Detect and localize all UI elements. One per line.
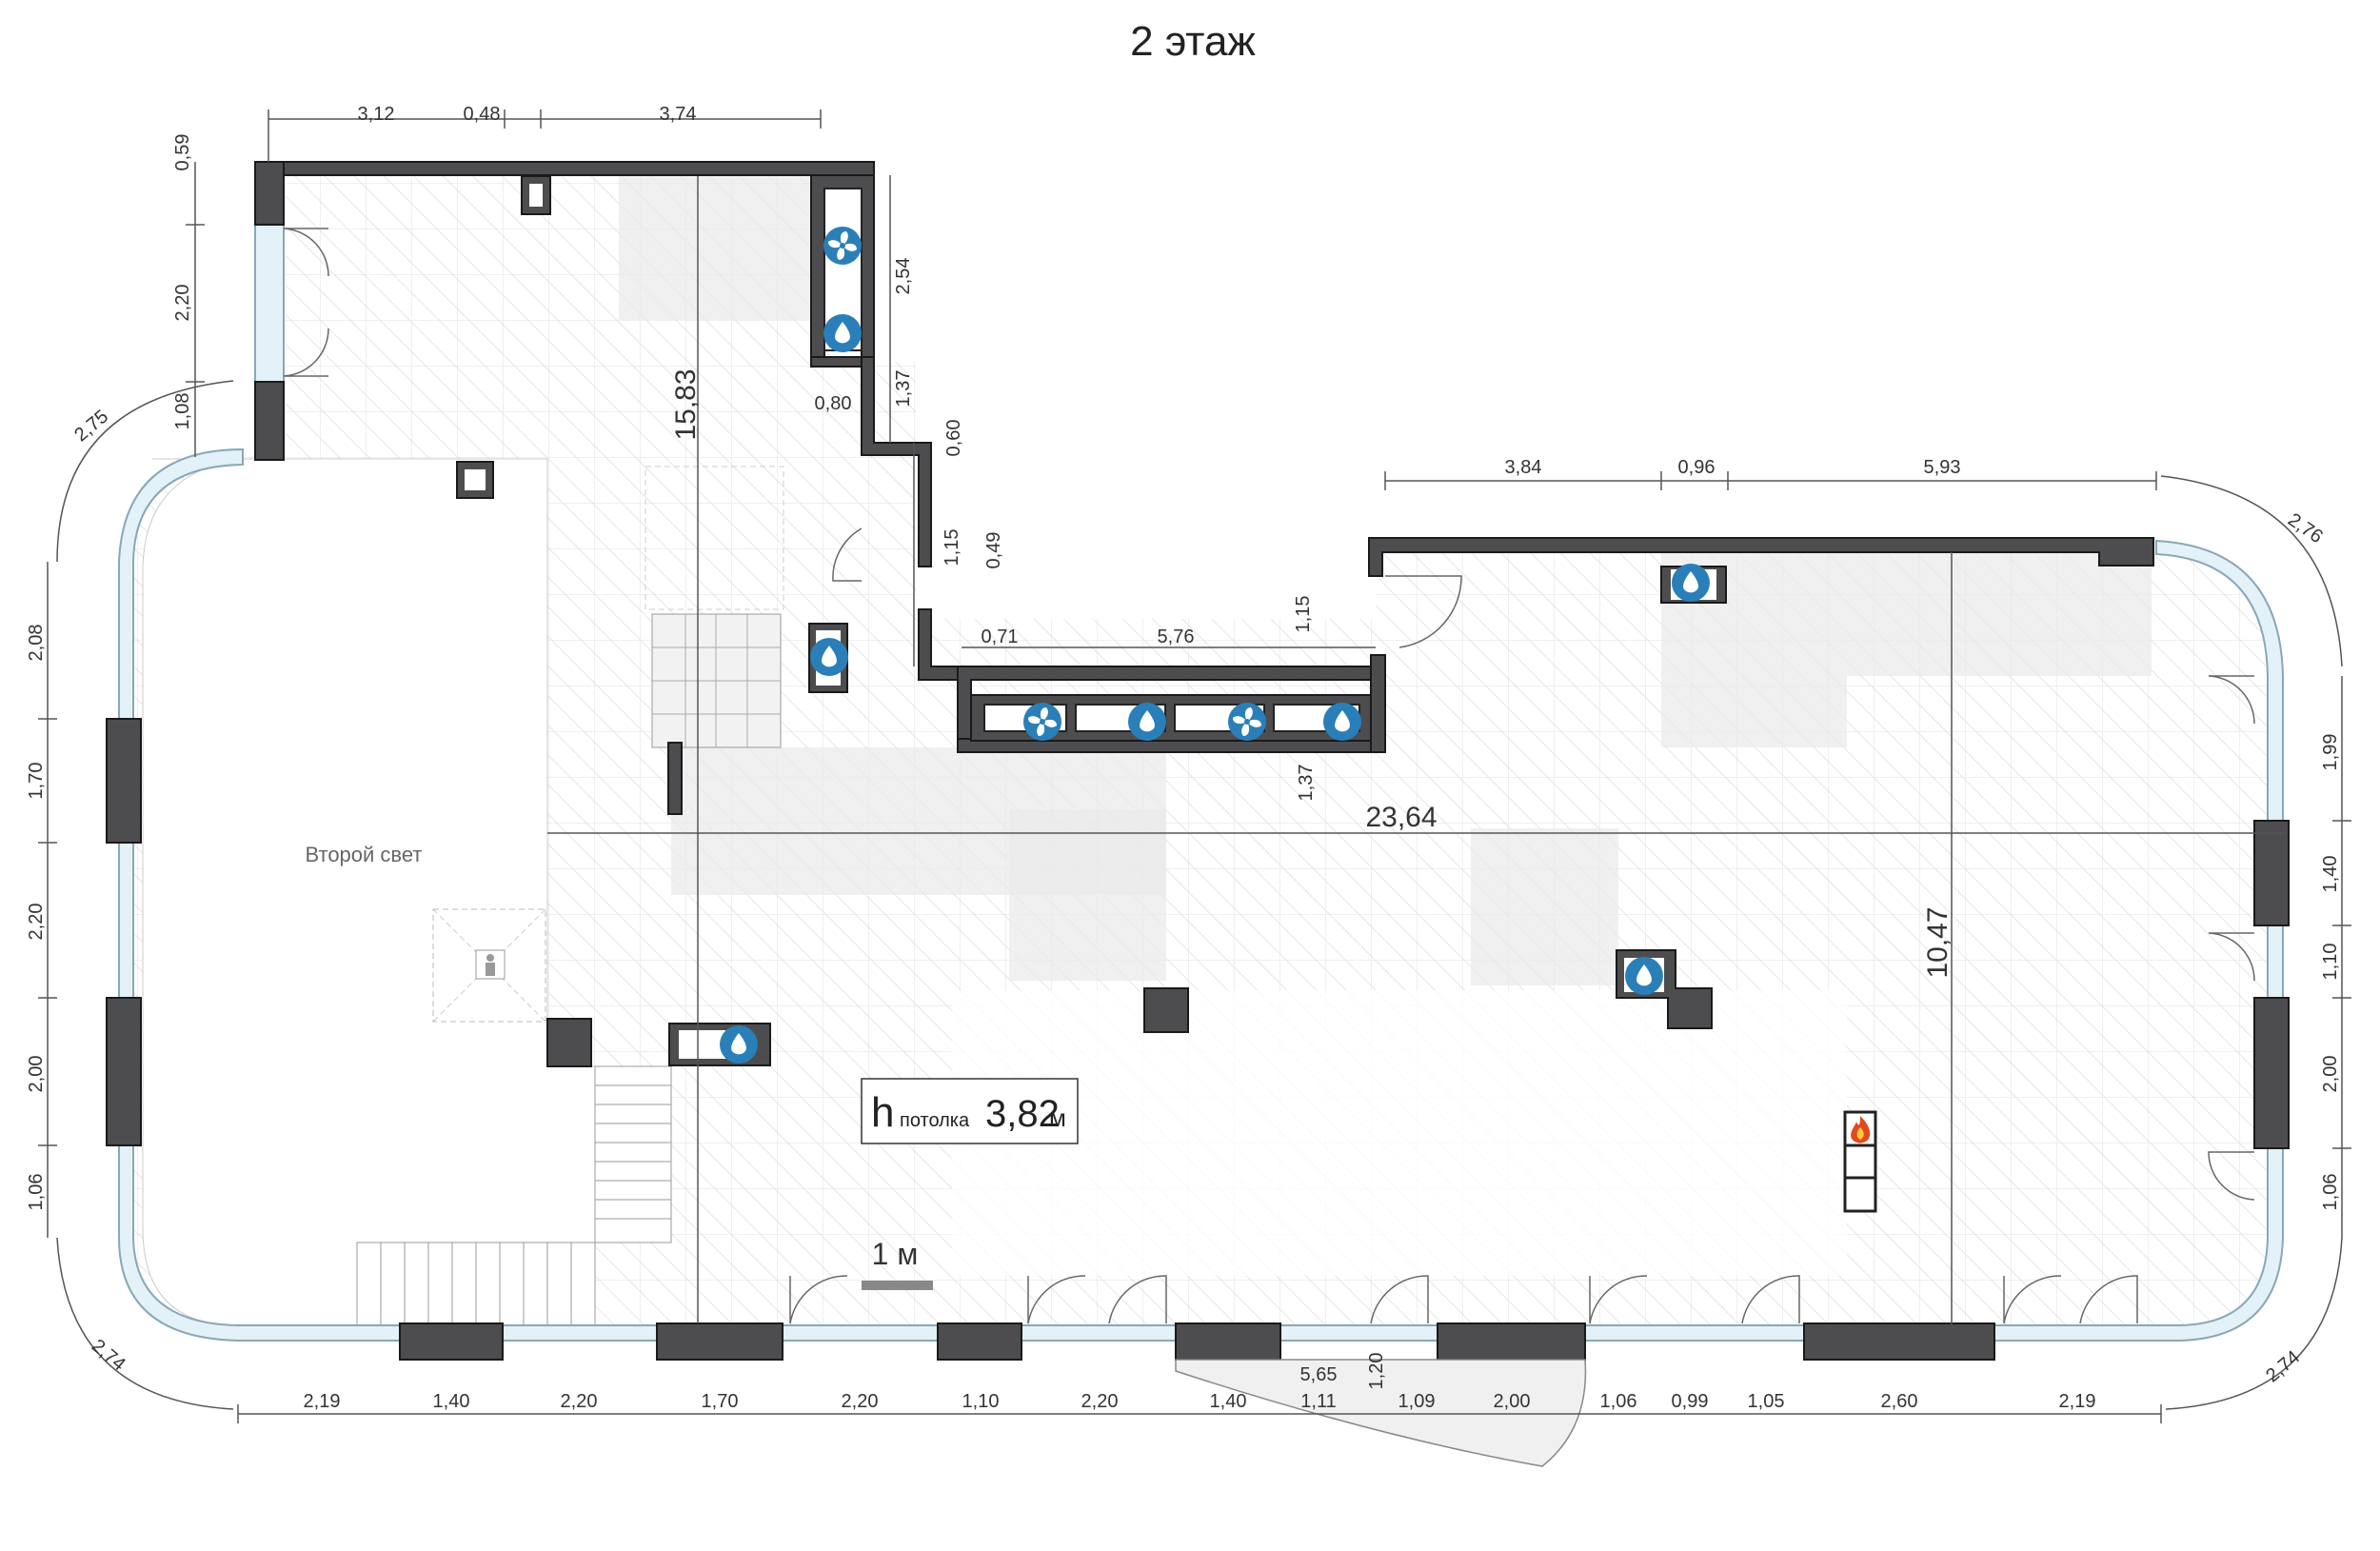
- dimension-lines: [38, 109, 2351, 1423]
- fan-icon: [1228, 703, 1266, 741]
- dim-right-top-2: 0,96: [1678, 457, 1716, 478]
- dim-left-upper-2: 2,20: [172, 285, 193, 322]
- dim-inner-vertical-2: 1,37: [1296, 765, 1317, 802]
- dim-left-2: 1,70: [26, 763, 47, 800]
- scale-label: 1 м: [872, 1237, 919, 1271]
- ceiling-value: 3,82: [985, 1093, 1060, 1135]
- dim-terrace-2: 1,20: [1366, 1353, 1387, 1390]
- dim-right-3: 1,10: [2320, 944, 2341, 981]
- water-drop-icon: [823, 314, 862, 352]
- dim-corner-bl: 2,74: [88, 1335, 129, 1375]
- dim-bottom-15: 2,60: [1881, 1391, 1918, 1412]
- dim-top-2: 0,48: [464, 104, 501, 125]
- dim-bottom-9: 1,11: [1300, 1391, 1336, 1412]
- ceiling-unit: м: [1049, 1104, 1066, 1132]
- staircase: [645, 466, 784, 748]
- dim-bottom-5: 2,20: [842, 1391, 879, 1412]
- elevator: [432, 908, 546, 1023]
- dim-length: 23,64: [1365, 802, 1437, 833]
- dim-bottom-6: 1,10: [962, 1391, 1000, 1412]
- lower-staircase: [356, 1065, 672, 1329]
- dim-corner-tl: 2,75: [70, 406, 112, 446]
- dim-left-5: 1,06: [26, 1174, 47, 1211]
- dim-bottom-11: 2,00: [1494, 1391, 1531, 1412]
- dim-height-left: 15,83: [670, 368, 702, 440]
- dim-bottom-8: 1,40: [1210, 1391, 1247, 1412]
- dim-bottom-12: 1,06: [1600, 1391, 1637, 1412]
- doors: [283, 228, 2255, 1324]
- dim-bottom-2: 1,40: [433, 1391, 470, 1412]
- dim-right-1: 1,99: [2320, 734, 2341, 771]
- fan-icon: [823, 227, 862, 265]
- water-drop-icon: [1672, 564, 1710, 602]
- dim-right-4: 2,00: [2320, 1056, 2341, 1093]
- fire-icon: [1851, 1116, 1871, 1143]
- dim-shaft-1: 2,54: [893, 258, 914, 295]
- dim-bottom-16: 2,19: [2059, 1391, 2096, 1412]
- dim-right-top-1: 3,84: [1505, 457, 1542, 478]
- dim-inner-3: 1,15: [1293, 596, 1314, 633]
- dim-bottom-13: 0,99: [1672, 1391, 1709, 1412]
- ceiling-height-label: h потолка 3,82 м: [861, 1078, 1079, 1144]
- water-drop-icon: [720, 1025, 758, 1064]
- dim-bottom-14: 1,05: [1748, 1391, 1785, 1412]
- dim-right-2: 1,40: [2320, 856, 2341, 893]
- dim-top-1: 3,12: [358, 104, 395, 125]
- terrace: [1175, 1359, 1587, 1467]
- water-drop-icon: [1625, 957, 1663, 995]
- dim-bottom-4: 1,70: [702, 1391, 739, 1412]
- dim-right-top-3: 5,93: [1924, 457, 1961, 478]
- ceiling-h: h: [871, 1089, 894, 1136]
- room-label: Второй свет: [306, 843, 423, 866]
- dim-shaft-3: 0,80: [815, 393, 852, 414]
- dim-inner-1: 0,71: [982, 626, 1019, 647]
- dim-left-upper-1: 0,59: [172, 134, 193, 171]
- dim-bottom-1: 2,19: [304, 1391, 341, 1412]
- dim-notch-3: 0,49: [983, 532, 1004, 569]
- dim-left-upper-3: 1,08: [172, 393, 193, 430]
- dim-top-3: 3,74: [660, 104, 697, 125]
- dim-corner-tr: 2,76: [2284, 509, 2327, 547]
- fan-icon: [1023, 703, 1061, 741]
- dim-height-right: 10,47: [1922, 906, 1954, 978]
- dim-bottom-7: 2,20: [1081, 1391, 1119, 1412]
- dim-terrace-1: 5,65: [1300, 1364, 1338, 1385]
- icons-layer: [720, 227, 1871, 1143]
- dim-left-4: 2,00: [26, 1056, 47, 1093]
- dim-left-3: 2,20: [26, 904, 47, 941]
- dim-shaft-2: 1,37: [893, 370, 914, 408]
- water-drop-icon: [810, 638, 848, 676]
- water-drop-icon: [1323, 703, 1361, 741]
- dim-right-5: 1,06: [2320, 1174, 2341, 1211]
- water-drop-icon: [1128, 703, 1166, 741]
- ceiling-word: потолка: [900, 1110, 970, 1131]
- dim-inner-2: 5,76: [1158, 626, 1195, 647]
- dim-bottom-3: 2,20: [561, 1391, 598, 1412]
- page-title: 2 этаж: [1130, 18, 1256, 65]
- dim-notch-2: 1,15: [942, 529, 962, 567]
- dim-left-1: 2,08: [26, 625, 47, 662]
- dim-notch-1: 0,60: [943, 420, 964, 457]
- dim-bottom-10: 1,09: [1398, 1391, 1436, 1412]
